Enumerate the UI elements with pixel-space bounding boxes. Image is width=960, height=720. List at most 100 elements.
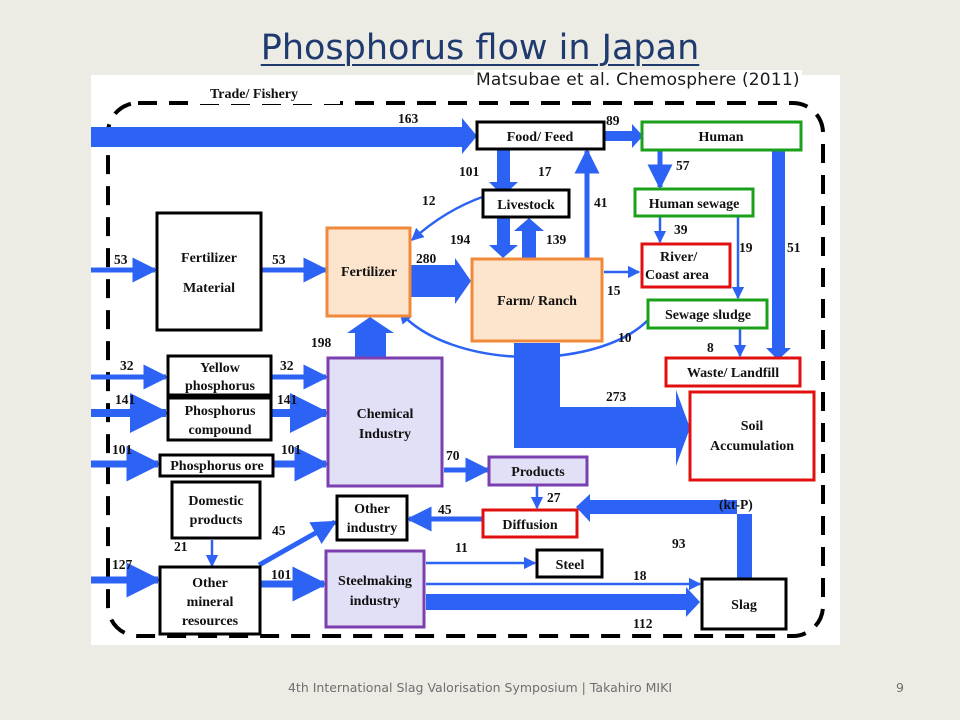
node-label: Sewage sludge bbox=[665, 308, 751, 323]
river-coast-box bbox=[640, 242, 732, 289]
node-label: Phosphorus bbox=[185, 404, 256, 419]
flow-arrow-livestock-up bbox=[514, 218, 544, 258]
flow-value: 198 bbox=[311, 335, 332, 350]
node-label: Fertilizer bbox=[181, 251, 237, 266]
flow-arrow-fertilizer-to-farm bbox=[411, 258, 471, 304]
citation: Matsubae et al. Chemosphere (2011) bbox=[474, 70, 802, 90]
node-label: products bbox=[190, 513, 243, 528]
flow-value: (kt-P) bbox=[719, 497, 753, 512]
node-label: Steel bbox=[556, 558, 585, 573]
flow-value: 19 bbox=[739, 240, 753, 255]
flow-value: 273 bbox=[606, 389, 627, 404]
node-label: River/ bbox=[660, 250, 698, 265]
diffusion-box bbox=[481, 508, 579, 539]
slide-footer: 4th International Slag Valorisation Symp… bbox=[287, 680, 672, 695]
node-label: Yellow bbox=[200, 361, 241, 376]
flow-arrow-import-food bbox=[91, 118, 477, 154]
flow-value: 8 bbox=[707, 340, 714, 355]
phosphorus-ore-box bbox=[158, 453, 275, 478]
flow-arrow-livestock-to-fertilizer bbox=[411, 194, 486, 241]
human-box bbox=[640, 120, 803, 152]
node-label: Food/ Feed bbox=[507, 130, 574, 145]
flow-value: 141 bbox=[115, 392, 136, 407]
node-label: Soil bbox=[741, 419, 764, 434]
flow-value: 89 bbox=[606, 113, 620, 128]
flow-value: 53 bbox=[114, 252, 128, 267]
node-label: industry bbox=[347, 521, 398, 536]
domestic-products-box bbox=[170, 480, 262, 540]
flow-arrow-livestock-down bbox=[489, 217, 518, 258]
node-label: mineral bbox=[187, 595, 234, 610]
flow-arrow-human-to-waste bbox=[766, 149, 791, 360]
node-label: Accumulation bbox=[710, 439, 794, 454]
soil-accumulation-box bbox=[688, 390, 816, 482]
node-label: Products bbox=[511, 465, 565, 480]
flow-value: 15 bbox=[607, 283, 621, 298]
other-industry-box bbox=[335, 494, 409, 542]
flow-value: 194 bbox=[450, 232, 471, 247]
node-label: Diffusion bbox=[502, 518, 557, 533]
node-label: Domestic bbox=[188, 494, 243, 509]
node-label: Other bbox=[192, 576, 228, 591]
boundary-label: Trade/ Fishery bbox=[210, 87, 298, 102]
flow-value: 101 bbox=[112, 442, 133, 457]
slide-title: Phosphorus flow in Japan bbox=[260, 28, 700, 68]
flow-arrow-sludge-return bbox=[399, 311, 651, 359]
flow-value: 45 bbox=[438, 502, 452, 517]
flow-arrow-steelmaking-to-slag bbox=[426, 587, 700, 617]
flow-value: 101 bbox=[281, 442, 302, 457]
flow-value: 93 bbox=[672, 536, 686, 551]
page-number: 9 bbox=[896, 680, 904, 695]
node-label: industry bbox=[350, 594, 401, 609]
flow-value: 12 bbox=[422, 193, 436, 208]
flow-value: 45 bbox=[272, 523, 286, 538]
node-label: Human sewage bbox=[649, 197, 740, 212]
flow-arrow-farm-to-soil bbox=[514, 343, 690, 466]
node-label: Coast area bbox=[645, 268, 709, 283]
fertilizer-material-box bbox=[155, 211, 263, 332]
node-label: Material bbox=[183, 281, 235, 296]
node-label: Fertilizer bbox=[341, 265, 397, 280]
chemical-industry-box bbox=[326, 356, 444, 488]
flow-value: 53 bbox=[272, 252, 286, 267]
node-label: Phosphorus ore bbox=[170, 459, 263, 474]
flow-value: 127 bbox=[112, 557, 133, 572]
flow-arrow-other-mineral-to-other-industry bbox=[257, 519, 338, 568]
flow-value: 17 bbox=[538, 164, 552, 179]
steelmaking-box bbox=[324, 549, 426, 629]
node-label: Chemical bbox=[357, 407, 414, 422]
flow-value: 32 bbox=[280, 358, 294, 373]
slag-box bbox=[700, 577, 788, 631]
flow-arrow-food-to-human bbox=[605, 124, 643, 148]
flow-value: 10 bbox=[618, 330, 632, 345]
flow-value: 280 bbox=[416, 251, 437, 266]
flow-value: 57 bbox=[676, 158, 690, 173]
node-label: Waste/ Landfill bbox=[687, 366, 779, 381]
node-label: Slag bbox=[731, 598, 757, 613]
steel-box bbox=[535, 548, 604, 579]
node-label: Steelmaking bbox=[338, 574, 412, 589]
sewage-sludge-box bbox=[646, 298, 769, 330]
node-label: Industry bbox=[359, 427, 411, 442]
flow-value: 101 bbox=[459, 164, 480, 179]
flow-value: 21 bbox=[174, 539, 188, 554]
flow-value: 141 bbox=[277, 392, 298, 407]
node-label: phosphorus bbox=[185, 379, 256, 394]
flow-value: 51 bbox=[787, 240, 801, 255]
flow-value: 139 bbox=[546, 232, 567, 247]
other-mineral-box bbox=[158, 565, 262, 636]
livestock-box bbox=[481, 188, 571, 219]
human-sewage-box bbox=[633, 187, 755, 218]
flow-value: 11 bbox=[455, 540, 468, 555]
flow-arrow-food-to-farm bbox=[489, 148, 518, 196]
flow-value: 32 bbox=[120, 358, 134, 373]
node-label: Livestock bbox=[497, 198, 555, 213]
flow-value: 18 bbox=[633, 568, 647, 583]
node-label: Farm/ Ranch bbox=[497, 294, 577, 309]
products-box bbox=[487, 455, 589, 487]
system-boundary bbox=[106, 101, 825, 638]
flow-value: 70 bbox=[446, 448, 460, 463]
node-label: Other bbox=[354, 502, 390, 517]
food-feed-box bbox=[475, 120, 606, 151]
